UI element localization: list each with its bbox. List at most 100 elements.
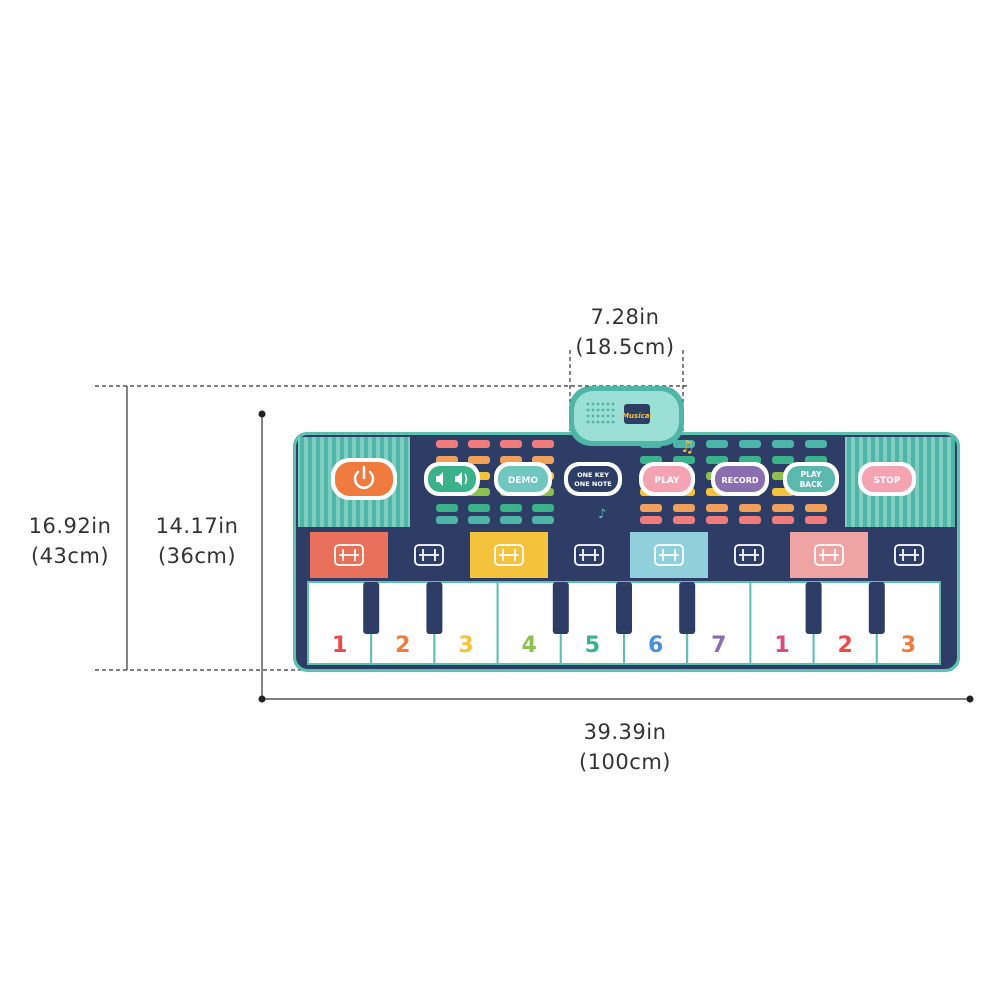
record-button[interactable]: RECORD	[711, 462, 769, 496]
eq-bar	[640, 504, 662, 512]
piano-mat: DEMO ONE KEY ONE NOTE PLAY RECORD PLAY B…	[293, 386, 960, 672]
eq-bar	[500, 440, 522, 448]
dimension-dot	[966, 695, 974, 703]
piano-icon	[334, 544, 364, 566]
eq-bar	[532, 440, 554, 448]
black-key[interactable]	[363, 582, 380, 634]
white-key[interactable]	[307, 581, 373, 665]
black-key[interactable]	[679, 582, 696, 634]
eq-bar	[772, 456, 794, 464]
speaker-grille	[586, 402, 615, 424]
total-height-cm: (43cm)	[30, 544, 110, 568]
music-note-icon: ♫	[680, 437, 694, 456]
clarinet-icon	[734, 544, 764, 566]
eq-bar	[673, 440, 695, 448]
play-label: PLAY	[655, 476, 680, 486]
demo-label: DEMO	[508, 476, 539, 486]
unit-width-cm: (18.5cm)	[575, 335, 675, 359]
white-key[interactable]	[749, 581, 815, 665]
key-number: 6	[648, 633, 663, 658]
key-number: 5	[585, 633, 600, 658]
unit-width-label: 7.28in (18.5cm)	[545, 302, 705, 362]
instrument-row	[310, 532, 948, 578]
key-number: 1	[774, 633, 789, 658]
eq-bar	[706, 504, 728, 512]
logo-badge	[624, 404, 650, 424]
music-note-icon: ♪	[598, 507, 606, 522]
record-label: RECORD	[721, 476, 758, 485]
mat-height-cm: (36cm)	[157, 544, 237, 568]
black-key[interactable]	[616, 582, 632, 634]
volume-button[interactable]	[424, 462, 480, 496]
black-key[interactable]	[552, 582, 569, 634]
power-button[interactable]	[331, 458, 397, 500]
total-width-in: 39.39in	[583, 720, 667, 744]
key-number: 4	[522, 633, 537, 658]
eq-bar	[673, 504, 695, 512]
white-key[interactable]	[559, 581, 625, 665]
one-note-label: ONE NOTE	[574, 480, 612, 488]
eq-bar	[706, 516, 728, 524]
controller-unit[interactable]: Musical	[569, 386, 684, 446]
eq-bar	[706, 440, 728, 448]
eq-bar	[436, 440, 458, 448]
black-key[interactable]	[426, 582, 443, 634]
eq-bar	[673, 516, 695, 524]
key-number: 3	[901, 633, 916, 658]
eq-bar	[436, 516, 458, 524]
eq-bar	[739, 440, 761, 448]
power-icon	[353, 465, 375, 489]
eq-bar	[532, 456, 554, 464]
eq-bar	[739, 504, 761, 512]
eq-bar	[500, 516, 522, 524]
black-key[interactable]	[868, 582, 885, 634]
stop-label: STOP	[874, 476, 901, 486]
eq-bar	[805, 516, 827, 524]
eq-bar	[772, 440, 794, 448]
eq-bar	[772, 516, 794, 524]
total-width-label: 39.39in (100cm)	[545, 717, 705, 777]
key-number: 7	[711, 633, 726, 658]
eq-bar	[739, 516, 761, 524]
eq-bar	[532, 516, 554, 524]
demo-button[interactable]: DEMO	[494, 462, 552, 496]
total-height-label: 16.92in (43cm)	[10, 511, 130, 571]
white-key[interactable]	[812, 581, 878, 665]
stop-button[interactable]: STOP	[858, 462, 916, 496]
eq-bar	[468, 516, 490, 524]
one-key-one-note-button[interactable]: ONE KEY ONE NOTE	[564, 462, 622, 496]
black-key[interactable]	[805, 582, 822, 634]
xylophone-icon	[654, 544, 684, 566]
eq-bar	[500, 504, 522, 512]
total-height-in: 16.92in	[28, 514, 112, 538]
guitar-icon	[814, 544, 844, 566]
volume-down-icon	[436, 472, 443, 486]
playback-button[interactable]: PLAY BACK	[783, 462, 839, 496]
eq-bar	[468, 440, 490, 448]
dimension-lines	[95, 350, 970, 700]
violin-icon	[414, 544, 444, 566]
white-key[interactable]	[623, 581, 689, 665]
eq-bar	[805, 504, 827, 512]
key-number: 2	[395, 633, 410, 658]
white-key[interactable]	[496, 581, 562, 665]
flute-icon	[894, 544, 924, 566]
play-button[interactable]: PLAY	[639, 462, 695, 496]
eq-bar	[706, 456, 728, 464]
one-key-label: ONE KEY	[577, 471, 609, 479]
volume-up-icon	[455, 472, 468, 486]
key-number: 2	[838, 633, 853, 658]
key-number: 1	[332, 633, 347, 658]
eq-bar	[772, 504, 794, 512]
playback-label-line1: PLAY	[801, 470, 822, 479]
mat-height-in: 14.17in	[155, 514, 239, 538]
accordion-icon	[494, 544, 524, 566]
mat-height-label: 14.17in (36cm)	[137, 511, 257, 571]
dimension-dot	[258, 695, 266, 703]
device-logo: Musical	[622, 412, 652, 420]
eq-bar	[532, 504, 554, 512]
white-key[interactable]	[370, 581, 436, 665]
eq-bar	[805, 440, 827, 448]
